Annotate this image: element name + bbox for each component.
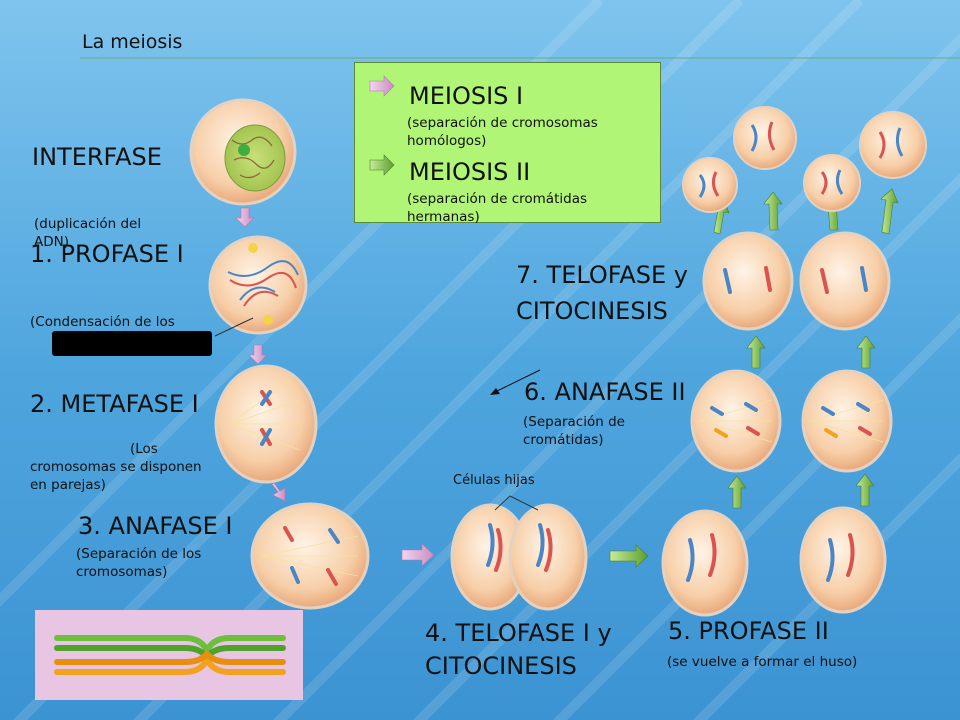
homologous-strands-illustration bbox=[54, 635, 286, 675]
anafase-2-title: 6. ANAFASE II bbox=[524, 378, 686, 406]
metafase-1-cell bbox=[214, 364, 318, 484]
anafase-1-title: 3. ANAFASE I bbox=[78, 512, 233, 540]
interfase-title: INTERFASE bbox=[32, 143, 162, 171]
redacted-text-bar bbox=[52, 331, 212, 356]
green-arrow-icon bbox=[369, 154, 395, 176]
up-arrow bbox=[746, 335, 766, 369]
profase-2-cell bbox=[799, 506, 887, 614]
anafase-2-cell bbox=[801, 369, 893, 473]
anafase-2-pointer bbox=[490, 369, 541, 395]
meiosis-1-description: (separación de cromosomas homólogos) bbox=[407, 115, 598, 149]
right-arrow bbox=[609, 544, 649, 568]
anafase-2-cell bbox=[690, 369, 782, 473]
up-arrow bbox=[727, 475, 747, 509]
gamete-cell bbox=[682, 157, 738, 213]
down-arrow bbox=[248, 344, 268, 365]
legend-box: MEIOSIS I (separación de cromosomas homó… bbox=[354, 62, 661, 225]
pink-arrow-icon bbox=[369, 75, 395, 97]
profase-1-description: (Condensación de los bbox=[30, 314, 175, 330]
profase-1-cell bbox=[208, 235, 308, 335]
interfase-description: (duplicación del ADN) bbox=[34, 216, 142, 250]
up-arrow bbox=[880, 188, 899, 235]
gamete-cell bbox=[859, 111, 927, 179]
anafase-1-description: (Separación de los cromosomas) bbox=[76, 546, 202, 580]
right-arrow bbox=[401, 543, 435, 567]
metafase-1-description: (Los cromosomas se disponen en parejas) bbox=[30, 441, 202, 493]
profase-2-title: 5. PROFASE II bbox=[668, 617, 829, 645]
homologous-chromosomes-box bbox=[35, 610, 303, 700]
down-arrow bbox=[271, 482, 286, 502]
telofase-2-cell bbox=[702, 231, 794, 331]
metafase-1-title: 2. METAFASE I bbox=[30, 390, 199, 418]
anafase-2-description: (Separación de cromátidas) bbox=[523, 414, 625, 448]
page-title: La meiosis bbox=[82, 31, 183, 53]
telofase-1-cells bbox=[450, 503, 588, 611]
gamete-cell bbox=[803, 154, 861, 212]
meiosis-1-title: MEIOSIS I bbox=[409, 82, 524, 110]
pointer-line bbox=[214, 317, 254, 337]
daughter-cells-label: Células hijas bbox=[453, 473, 535, 488]
up-arrow bbox=[763, 191, 783, 231]
anafase-1-cell bbox=[250, 502, 370, 610]
down-arrow bbox=[235, 207, 255, 228]
telofase-2-title: 7. TELOFASE y CITOCINESIS bbox=[516, 261, 689, 325]
interfase-cell bbox=[189, 98, 297, 206]
gamete-cell bbox=[733, 106, 797, 170]
up-arrow bbox=[856, 335, 876, 369]
profase-2-description: (se vuelve a formar el huso) bbox=[667, 654, 858, 670]
meiosis-2-title: MEIOSIS II bbox=[409, 158, 531, 186]
profase-2-cell bbox=[661, 509, 749, 617]
daughter-cells-bracket bbox=[494, 495, 539, 511]
telofase-1-title: 4. TELOFASE I y CITOCINESIS bbox=[425, 619, 612, 680]
profase-1-title: 1. PROFASE I bbox=[30, 240, 184, 268]
meiosis-2-description: (separación de cromátidas hermanas) bbox=[407, 191, 587, 225]
up-arrow bbox=[855, 473, 875, 507]
telofase-2-cell bbox=[799, 231, 891, 331]
